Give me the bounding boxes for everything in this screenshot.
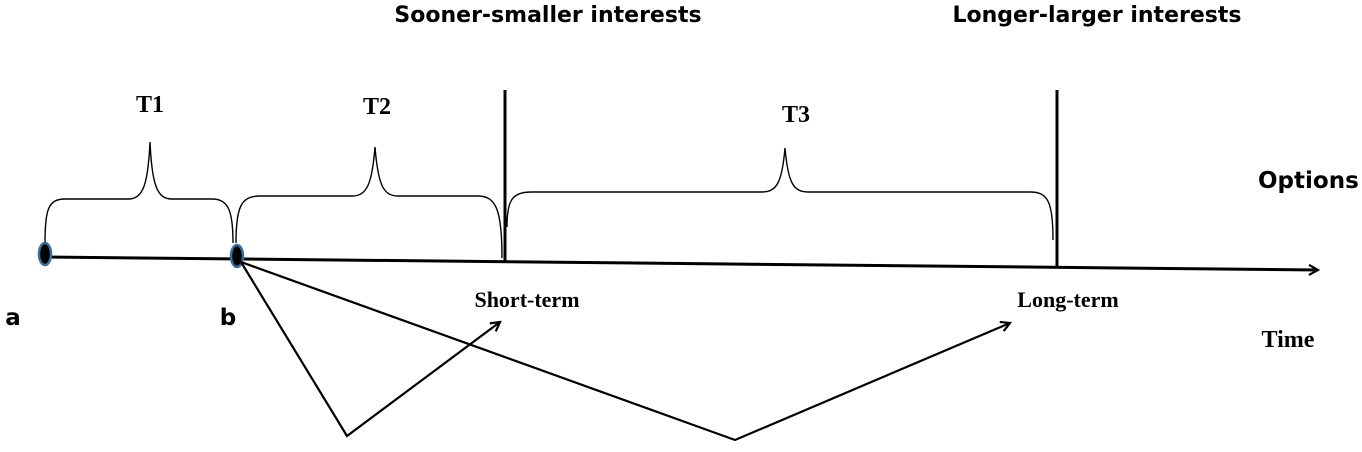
point-a-label: a [5,305,21,331]
long-term-label: Long-term [1017,287,1118,312]
time-axis [44,255,1318,270]
longer-larger-heading: Longer-larger interests [953,3,1242,28]
t2-brace [235,146,503,259]
t1-brace [44,141,234,244]
options-label: Options [1258,168,1359,194]
long-term-pointer [240,260,1010,442]
t2-label: T2 [363,94,391,120]
short-term-label: Short-term [474,287,579,312]
sooner-smaller-heading: Sooner-smaller interests [394,3,701,28]
t3-brace [506,147,1054,241]
t3-label: T3 [782,102,810,128]
short-term-pointer [240,261,500,438]
time-label: Time [1262,327,1315,353]
point-b-marker [229,243,245,269]
point-a-marker [37,241,53,267]
t1-label: T1 [136,92,164,118]
point-b-label: b [220,305,236,331]
